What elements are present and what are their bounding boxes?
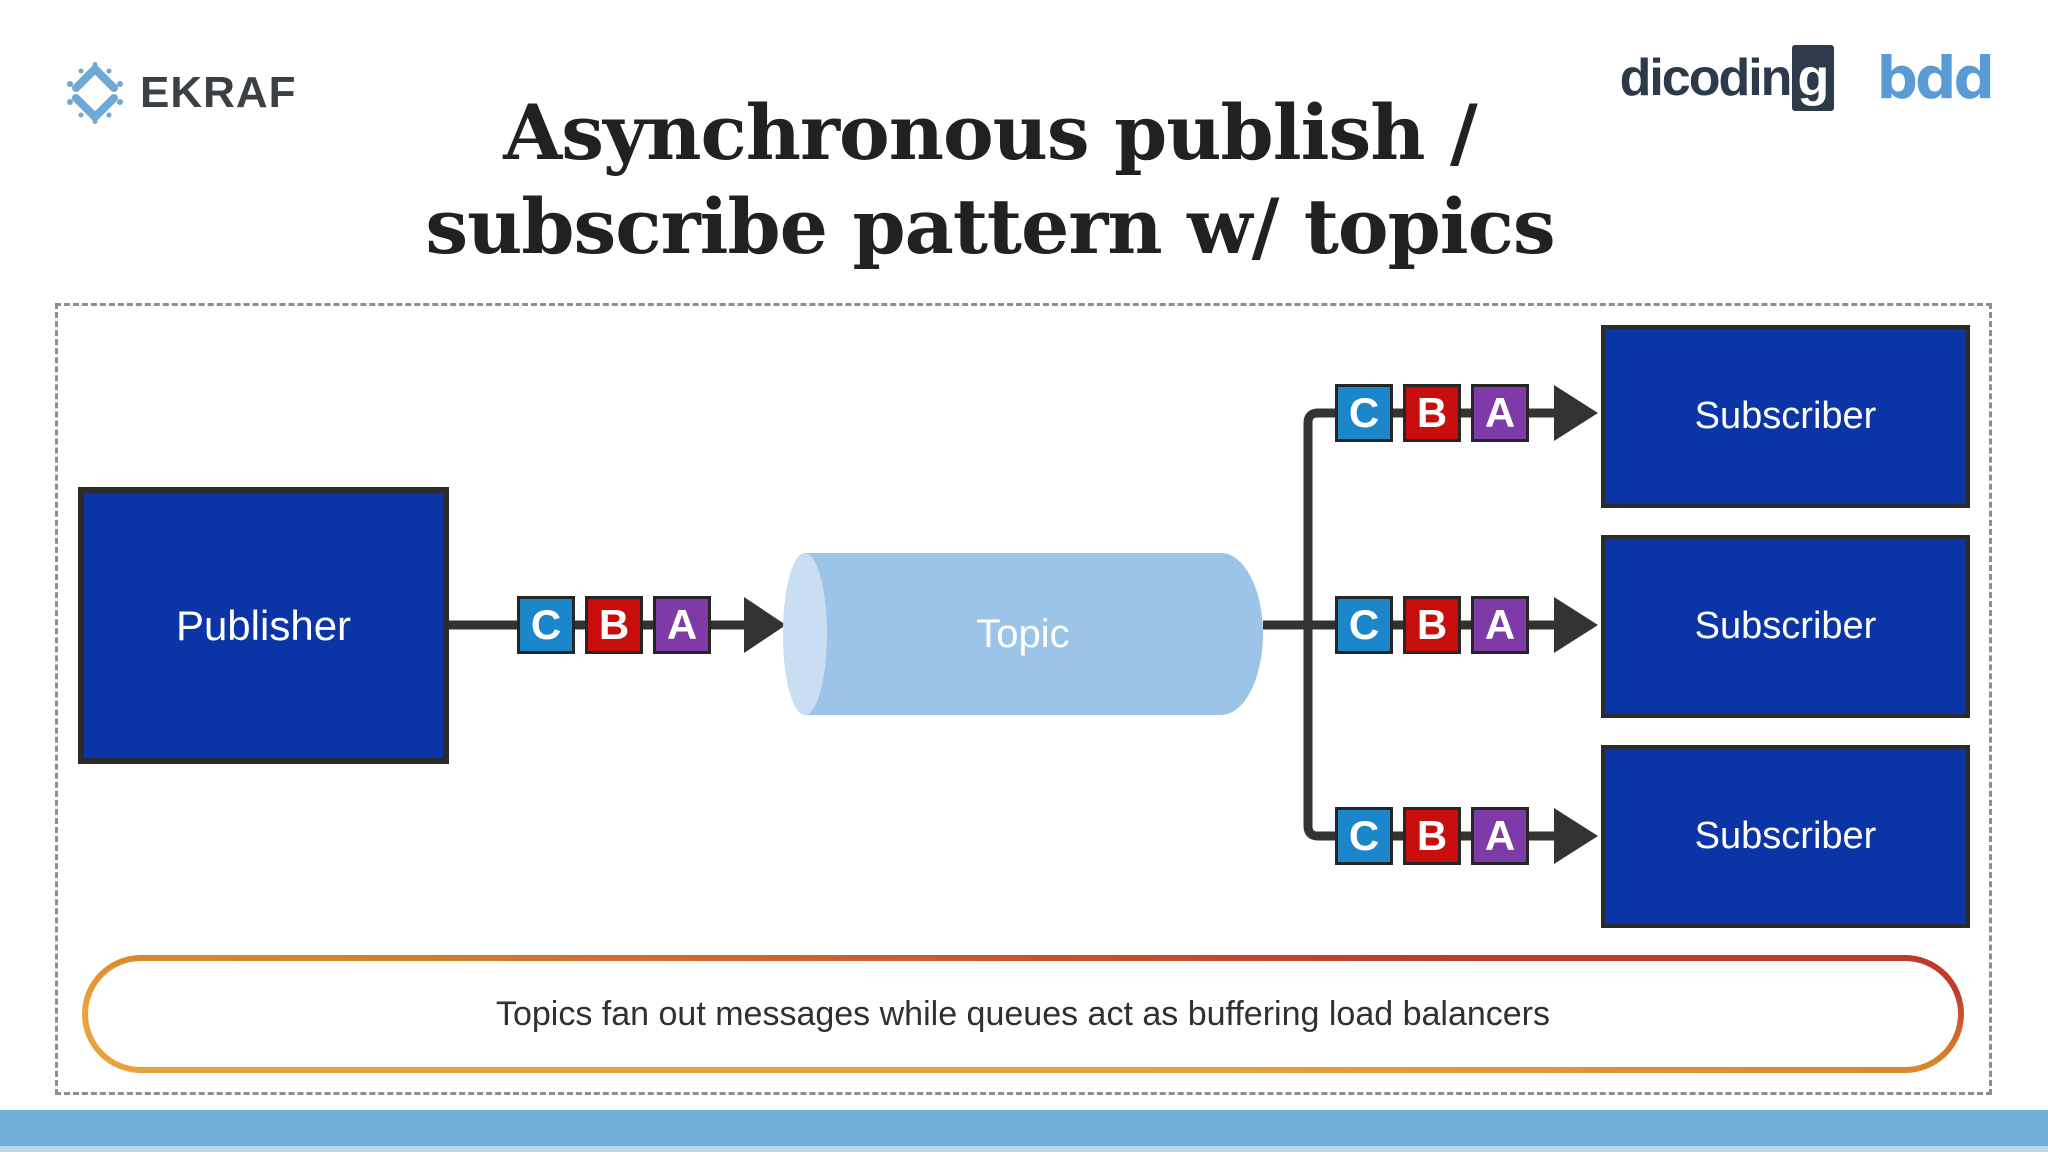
topic-cylinder-cap xyxy=(783,553,827,715)
arrowhead-into-subscriber-3 xyxy=(1554,808,1598,864)
message-group-subscriber-3: C B A xyxy=(1335,807,1529,865)
page-title: Asynchronous publish / subscribe pattern… xyxy=(0,86,1980,274)
subscriber-node-2: Subscriber xyxy=(1601,535,1970,718)
publisher-node: Publisher xyxy=(78,487,449,764)
ekraf-logo-text: EKRAF xyxy=(140,68,297,117)
message-box-c: C xyxy=(517,596,575,654)
subscriber-node-1: Subscriber xyxy=(1601,325,1970,508)
topic-cylinder-body xyxy=(783,553,1263,715)
dicoding-logo-g-box: g xyxy=(1792,45,1835,111)
arrowhead-into-subscriber-2 xyxy=(1554,597,1598,653)
dicoding-logo-text: dicodin xyxy=(1619,49,1793,107)
message-box-b: B xyxy=(1403,384,1461,442)
message-box-a: A xyxy=(1471,807,1529,865)
subscriber-label: Subscriber xyxy=(1694,395,1877,437)
message-box-c: C xyxy=(1335,807,1393,865)
arrowhead-into-topic xyxy=(744,597,786,653)
message-box-b: B xyxy=(585,596,643,654)
arrowhead-into-subscriber-1 xyxy=(1554,385,1598,441)
message-box-c: C xyxy=(1335,384,1393,442)
footer-accent-bar xyxy=(0,1110,2048,1146)
subscriber-label: Subscriber xyxy=(1694,815,1877,857)
subscriber-node-3: Subscriber xyxy=(1601,745,1970,928)
message-box-a: A xyxy=(653,596,711,654)
title-line-2: subscribe pattern w/ topics xyxy=(425,182,1555,271)
snowflake-diamond-icon xyxy=(67,62,123,124)
diagram-frame xyxy=(55,303,1992,1095)
message-box-b: B xyxy=(1403,596,1461,654)
subscriber-label: Subscriber xyxy=(1694,605,1877,647)
message-box-c: C xyxy=(1335,596,1393,654)
message-box-a: A xyxy=(1471,596,1529,654)
callout-text: Topics fan out messages while queues act… xyxy=(88,961,1958,1067)
message-group-subscriber-2: C B A xyxy=(1335,596,1529,654)
fanout-trunk-line xyxy=(1303,408,1554,841)
publisher-label: Publisher xyxy=(175,601,352,649)
message-box-b: B xyxy=(1403,807,1461,865)
topic-node: Topic xyxy=(783,553,1263,715)
message-group-publisher: C B A xyxy=(517,596,711,654)
title-line-1: Asynchronous publish / xyxy=(503,88,1477,177)
bdd-logo: bdd xyxy=(1876,44,1995,112)
message-box-a: A xyxy=(1471,384,1529,442)
callout-banner: Topics fan out messages while queues act… xyxy=(82,955,1964,1073)
topic-label: Topic xyxy=(976,611,1070,656)
footer-accent-bar-light xyxy=(0,1146,2048,1152)
ekraf-logo: EKRAF xyxy=(64,62,297,124)
message-group-subscriber-1: C B A xyxy=(1335,384,1529,442)
